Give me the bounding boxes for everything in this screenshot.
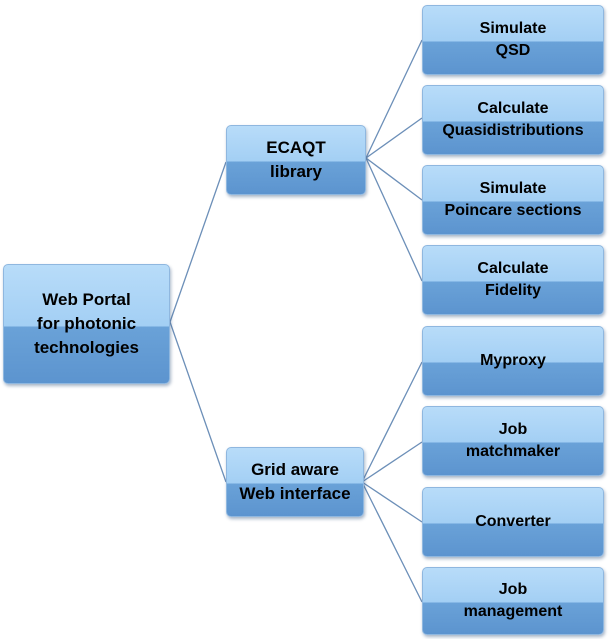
- calculate-fidelity-line2: Fidelity: [484, 282, 541, 299]
- connector-grid-job-matchmaker: [361, 441, 423, 483]
- connector-grid-myproxy: [361, 361, 423, 483]
- connector-ecaqt-calculate-quasidistributions: [365, 117, 423, 159]
- simulate-poincare-line2: Poincare sections: [444, 202, 582, 219]
- connector-ecaqt-simulate-poincare: [365, 157, 423, 201]
- node-calculate-fidelity: Calculate Fidelity: [422, 245, 604, 315]
- node-calculate-quasidistributions: Calculate Quasidistributions: [422, 85, 604, 155]
- root-node-line3: technologies: [34, 338, 139, 357]
- ecaqt-line2: library: [270, 162, 322, 181]
- node-myproxy: Myproxy: [422, 326, 604, 396]
- node-grid-aware-web-interface: Grid aware Web interface: [226, 447, 364, 517]
- connector-grid-converter: [361, 481, 423, 523]
- root-node-line1: Web Portal: [42, 290, 131, 309]
- connector-root-grid: [169, 321, 227, 483]
- node-ecaqt-library: ECAQT library: [226, 125, 366, 195]
- calculate-quasi-line2: Quasidistributions: [442, 122, 584, 139]
- job-matchmaker-line2: matchmaker: [465, 443, 561, 460]
- node-job-matchmaker: Job matchmaker: [422, 406, 604, 476]
- grid-line1: Grid aware: [251, 460, 339, 479]
- calculate-fidelity-line1: Calculate: [477, 260, 549, 277]
- grid-line2: Web interface: [239, 484, 351, 503]
- simulate-qsd-line2: QSD: [495, 42, 531, 59]
- node-converter: Converter: [422, 487, 604, 557]
- converter-line1: Converter: [475, 513, 551, 530]
- connector-root-ecaqt: [169, 161, 227, 323]
- node-simulate-qsd: Simulate QSD: [422, 5, 604, 75]
- root-node-line2: for photonic: [36, 314, 137, 333]
- job-management-line2: management: [463, 603, 563, 620]
- job-matchmaker-line1: Job: [498, 421, 528, 438]
- ecaqt-line1: ECAQT: [266, 138, 326, 157]
- root-node-web-portal: Web Portal for photonic technologies: [3, 264, 170, 384]
- simulate-poincare-line1: Simulate: [479, 180, 547, 197]
- node-simulate-poincare-sections: Simulate Poincare sections: [422, 165, 604, 235]
- connector-ecaqt-simulate-qsd: [365, 39, 423, 159]
- job-management-line1: Job: [498, 581, 528, 598]
- simulate-qsd-line1: Simulate: [479, 20, 547, 37]
- myproxy-line1: Myproxy: [480, 352, 546, 369]
- connector-ecaqt-calculate-fidelity: [365, 157, 423, 282]
- node-job-management: Job management: [422, 567, 604, 635]
- connector-grid-job-management: [361, 481, 423, 603]
- calculate-quasi-line1: Calculate: [477, 100, 549, 117]
